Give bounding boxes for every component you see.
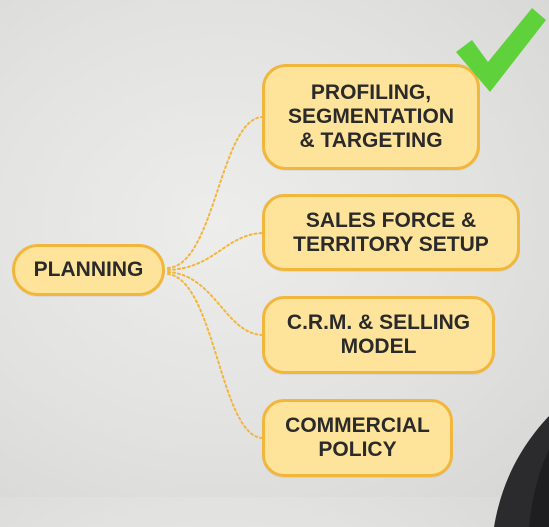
connector-4 xyxy=(167,273,263,439)
connector-2 xyxy=(167,232,263,271)
node-sales-force-territory: SALES FORCE & TERRITORY SETUP xyxy=(262,194,520,271)
node-label: PROFILING, SEGMENTATION & TARGETING xyxy=(287,81,455,152)
checkmark-icon xyxy=(456,8,546,92)
node-crm-selling-model: C.R.M. & SELLING MODEL xyxy=(262,296,495,374)
node-label: C.R.M. & SELLING MODEL xyxy=(286,311,471,358)
node-planning: PLANNING xyxy=(12,244,165,296)
node-label: SALES FORCE & TERRITORY SETUP xyxy=(293,208,489,256)
connector-3 xyxy=(167,271,263,336)
node-commercial-policy: COMMERCIAL POLICY xyxy=(262,399,453,477)
connector-1 xyxy=(167,116,263,269)
node-label: COMMERCIAL POLICY xyxy=(285,414,430,461)
connector-lines xyxy=(167,116,263,439)
presenter-silhouette xyxy=(494,416,549,527)
node-planning-label: PLANNING xyxy=(33,258,144,281)
node-profiling-segmentation-targeting: PROFILING, SEGMENTATION & TARGETING xyxy=(262,64,480,170)
mind-map: PLANNING PROFILING, SEGMENTATION & TARGE… xyxy=(12,8,549,527)
